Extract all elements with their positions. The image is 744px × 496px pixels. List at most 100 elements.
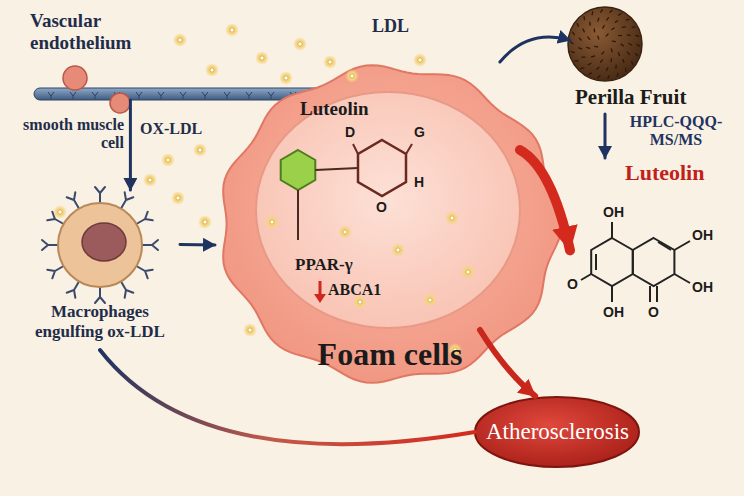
fruit-spike [587, 47, 590, 49]
ldl-particle [328, 60, 332, 64]
receptor [67, 280, 80, 298]
connector-arrow [480, 330, 535, 396]
ldl-glow [338, 225, 352, 239]
fruit-spike [583, 29, 584, 32]
ldl-glow [445, 211, 459, 225]
fruit-spike [629, 43, 632, 45]
fruit-spike [606, 68, 607, 71]
fruit-spike [579, 48, 582, 49]
ldl-particle [176, 196, 180, 200]
receptor [47, 265, 65, 278]
compound-name: Luteolin [625, 160, 737, 185]
node-heading: Vascular endothelium [30, 10, 180, 54]
fruit-spike [571, 51, 574, 53]
fruit-spike [607, 18, 609, 20]
ldl-glow [161, 153, 175, 167]
receptor [135, 212, 153, 225]
fruit-spike [598, 76, 600, 78]
cell-nucleus [256, 92, 520, 328]
band-tick [70, 92, 76, 99]
ldl-particle [358, 300, 362, 304]
fruit-spike [577, 24, 578, 27]
band-tick [224, 92, 230, 99]
connector-arrow [500, 37, 570, 62]
ldl-particle [350, 74, 354, 78]
band-tick [202, 92, 208, 99]
fruit-spike [581, 67, 584, 69]
ldl-glow [198, 215, 212, 229]
source-name: Perilla Fruit [575, 85, 735, 109]
fruit-spike [591, 12, 593, 15]
ldl-glow [461, 265, 475, 279]
luteolin-structure [281, 140, 412, 303]
fruit-spike [636, 53, 638, 55]
ldl-glow [413, 53, 427, 67]
fruit-spike [573, 32, 575, 34]
fruit-spike [626, 19, 629, 21]
band-tick [158, 92, 164, 99]
fruit-texture [571, 10, 640, 79]
ldl-particle [248, 328, 252, 332]
receptor [120, 280, 133, 298]
receptors [42, 187, 158, 303]
band-tick [246, 92, 252, 99]
endothelium-band: Vascular endothelium [30, 8, 402, 100]
band-tick [48, 92, 54, 99]
fruit-spike [592, 55, 595, 57]
ldl-glow [265, 215, 279, 229]
atom-label: D [345, 124, 355, 140]
fruit-spike [588, 37, 590, 39]
fruit-spike [627, 34, 630, 36]
macrophage-nucleus [82, 223, 126, 261]
ldl-glow [205, 63, 219, 77]
node-caption: Foam cells [215, 336, 565, 373]
atom-label: O [567, 276, 578, 292]
ldl-particle [148, 178, 152, 182]
fruit-spike [619, 14, 622, 16]
ldl-particle [166, 158, 170, 162]
particle-label: LDL [372, 16, 409, 37]
fruit-spike [582, 56, 585, 57]
edge-label: smooth muscle cell [10, 116, 124, 153]
ldl-particle [466, 270, 470, 274]
fruit-spike [632, 26, 635, 27]
foam-cell: Foam cellsLuteolinPPAR-γABCA1 [215, 62, 565, 387]
fruit-spike [603, 25, 604, 28]
connector-arrow [180, 243, 215, 247]
fruit-spike [597, 36, 599, 39]
ldl-glow [293, 37, 307, 51]
ldl-glow [143, 173, 157, 187]
connector-arrow [604, 114, 607, 158]
fruit-spike [621, 44, 623, 46]
fruit-spike [615, 21, 618, 23]
fruit-spike [608, 76, 609, 79]
compound-structure [581, 222, 690, 302]
atom-label: OH [603, 204, 624, 220]
fruit-spike [615, 65, 617, 68]
receptor [120, 192, 133, 210]
receptor [135, 265, 153, 278]
ldl-particle [210, 68, 214, 72]
disease-ellipse: Atherosclerosis [475, 396, 640, 468]
ldl-particle [284, 76, 288, 80]
edge-label: HPLC-QQQ-MS/MS [613, 113, 739, 150]
fruit-spike [622, 26, 625, 28]
ldl-glow [171, 191, 185, 205]
fruit-spike [618, 53, 619, 56]
ldl-particle [396, 248, 400, 252]
connector-arrow [129, 100, 132, 190]
ldl-glow [225, 23, 239, 37]
fruit-spike [610, 10, 612, 12]
fruit-spike [575, 60, 578, 61]
atom-label: O [376, 199, 387, 215]
fruit-spike [579, 38, 581, 40]
ldl-glow [345, 69, 359, 83]
atom-label: H [414, 174, 424, 190]
fruit-spike [583, 17, 585, 20]
ldl-glow [53, 205, 67, 219]
ldl-particle [298, 42, 302, 46]
ldl-glow [391, 243, 405, 257]
fruit-spike [612, 28, 615, 30]
